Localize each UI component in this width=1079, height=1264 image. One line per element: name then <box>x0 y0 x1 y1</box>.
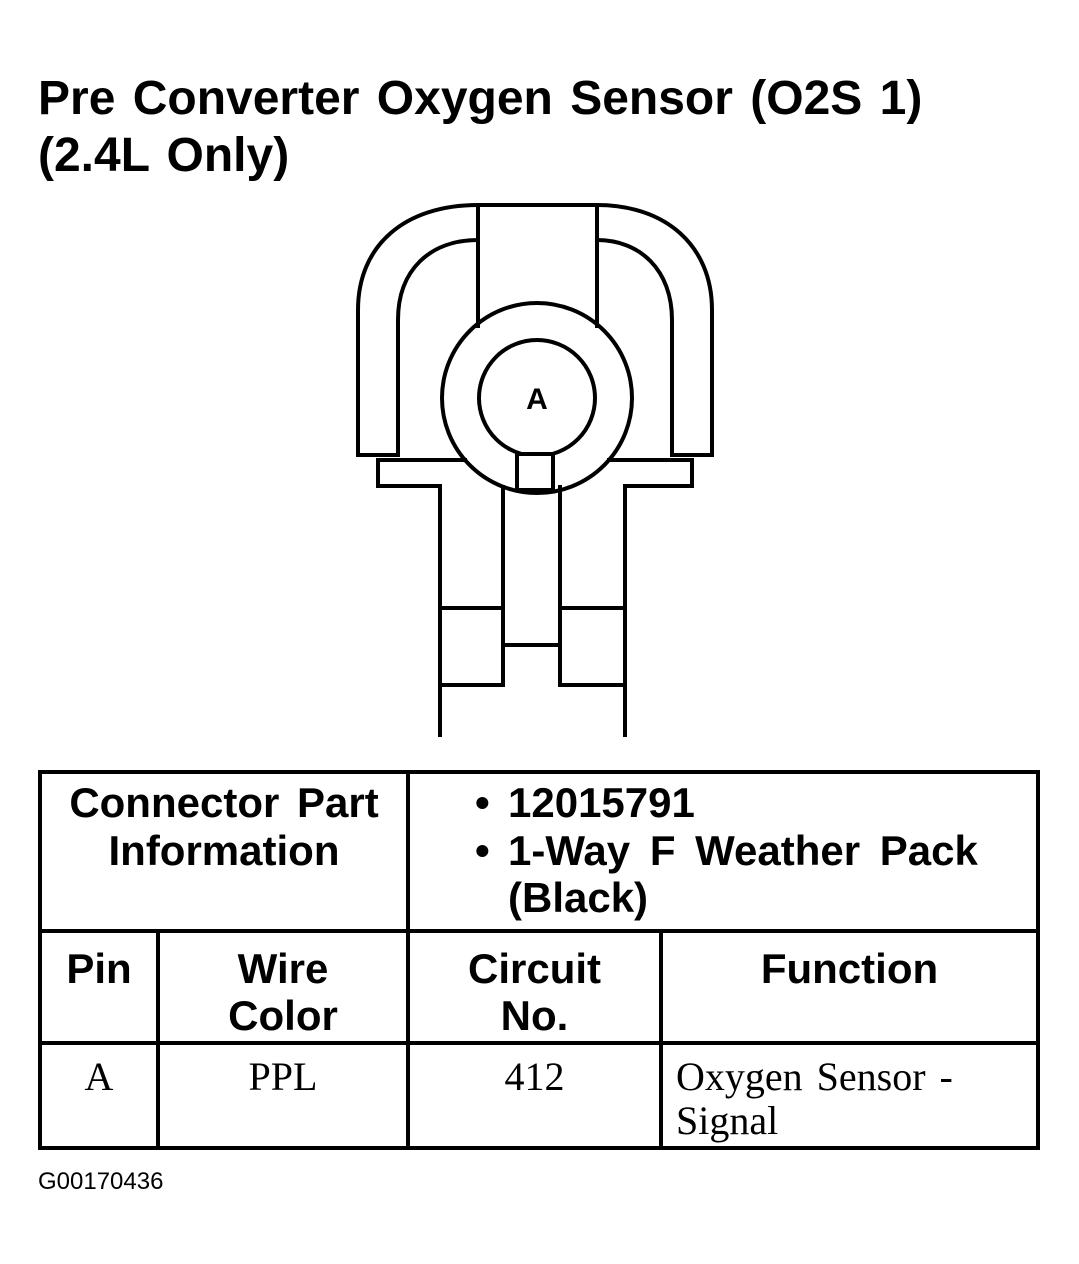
title-line-2: (2.4L Only) <box>38 129 290 182</box>
wire-color-value: PPL <box>248 1054 318 1099</box>
body-right-shoulder <box>607 458 694 737</box>
row-a-wire-color: PPL <box>160 1045 410 1146</box>
hood-right-outer-edge <box>594 202 714 457</box>
cavity-label: A <box>526 383 548 416</box>
bullet: • <box>475 779 490 826</box>
header-function: Function <box>663 933 1036 1045</box>
header-wire-color: Wire Color <box>160 933 410 1045</box>
header-wire-color-line-2: Color <box>228 992 338 1039</box>
body-left-shoulder <box>376 458 467 737</box>
connector-color: (Black) <box>508 874 649 921</box>
hood-top-block <box>476 203 599 328</box>
title-line-1: Pre Converter Oxygen Sensor (O2S 1) <box>38 72 923 125</box>
header-circuit-no: Circuit No. <box>410 933 663 1045</box>
hood-right-inner-edge <box>594 237 674 457</box>
hood-left-inner-edge <box>396 237 481 457</box>
part-number-item: • 12015791 <box>475 779 1036 827</box>
lock-tab <box>515 452 555 492</box>
header-function-label: Function <box>760 945 939 992</box>
connector-type-item: • 1-Way F Weather Pack <box>475 827 1036 875</box>
row-a-function: Oxygen Sensor - Signal <box>663 1045 1036 1146</box>
header-circuit-no-line-2: No. <box>500 992 569 1039</box>
connector-part-info-values: • 12015791 • 1-Way F Weather Pack (Black) <box>410 774 1036 933</box>
circuit-no-value: 412 <box>504 1054 565 1099</box>
bullet: • <box>475 826 490 874</box>
pin-value: A <box>84 1054 114 1099</box>
connector-face-diagram: A <box>356 202 714 737</box>
connector-part-info-label: Connector Part Information <box>42 774 410 933</box>
part-number: 12015791 <box>508 779 695 826</box>
header-wire-color-line-1: Wire <box>237 945 329 992</box>
wire-channel <box>501 485 562 687</box>
function-value-line-1: Oxygen Sensor - <box>676 1054 953 1099</box>
page-title: Pre Converter Oxygen Sensor (O2S 1) (2.4… <box>38 70 922 184</box>
connector-pinout-table: Connector Part Information • 12015791 • 1-… <box>38 770 1040 1150</box>
function-value-line-2: Signal <box>676 1098 779 1143</box>
row-a-circuit-no: 412 <box>410 1045 663 1146</box>
header-pin-label: Pin <box>66 945 132 992</box>
info-label-line-1: Connector Part <box>69 779 379 826</box>
header-circuit-no-line-1: Circuit <box>467 945 601 992</box>
connector-type: 1-Way F Weather Pack <box>508 826 978 874</box>
row-a-pin: A <box>42 1045 160 1146</box>
info-label-line-2: Information <box>108 827 340 874</box>
cavity-outer-ring <box>440 301 634 495</box>
figure-id: G00170436 <box>38 1168 164 1195</box>
header-pin: Pin <box>42 933 160 1045</box>
hood-left-outer-edge <box>356 202 481 457</box>
